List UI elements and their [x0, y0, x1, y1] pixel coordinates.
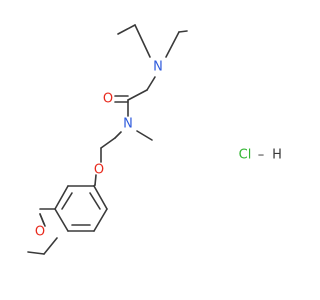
bond [146, 76, 156, 91]
bond [100, 137, 116, 149]
amide-nitrogen-label: N [123, 117, 133, 132]
chlorine-label: Cl [239, 148, 252, 163]
bond [117, 24, 136, 35]
bond [39, 213, 45, 225]
bond [94, 174, 97, 186]
ring-bond [93, 185, 108, 210]
ring-bond [93, 208, 108, 232]
structure-drawing: N O N O O Cl – H [27, 24, 282, 255]
aromatic-bond [89, 192, 101, 210]
salt-bond-dash: – [258, 148, 265, 163]
bond [114, 131, 122, 139]
amine-nitrogen-label: N [153, 60, 163, 75]
molecule-canvas: N O N O O Cl – H [27, 24, 282, 255]
aromatic-bond [61, 192, 73, 210]
bond [43, 237, 58, 255]
bond [136, 130, 153, 141]
carbonyl-oxygen-label: O [103, 92, 113, 107]
bond [127, 89, 148, 101]
bond [134, 24, 151, 58]
bond [27, 251, 45, 255]
hydrogen-label: H [272, 148, 282, 163]
bond [165, 31, 180, 58]
ring-bond [54, 185, 69, 210]
ring-bond [54, 208, 69, 232]
methoxy-oxygen-label: O [35, 225, 45, 240]
ether-oxygen-label: O [94, 163, 104, 178]
bond [178, 30, 188, 33]
